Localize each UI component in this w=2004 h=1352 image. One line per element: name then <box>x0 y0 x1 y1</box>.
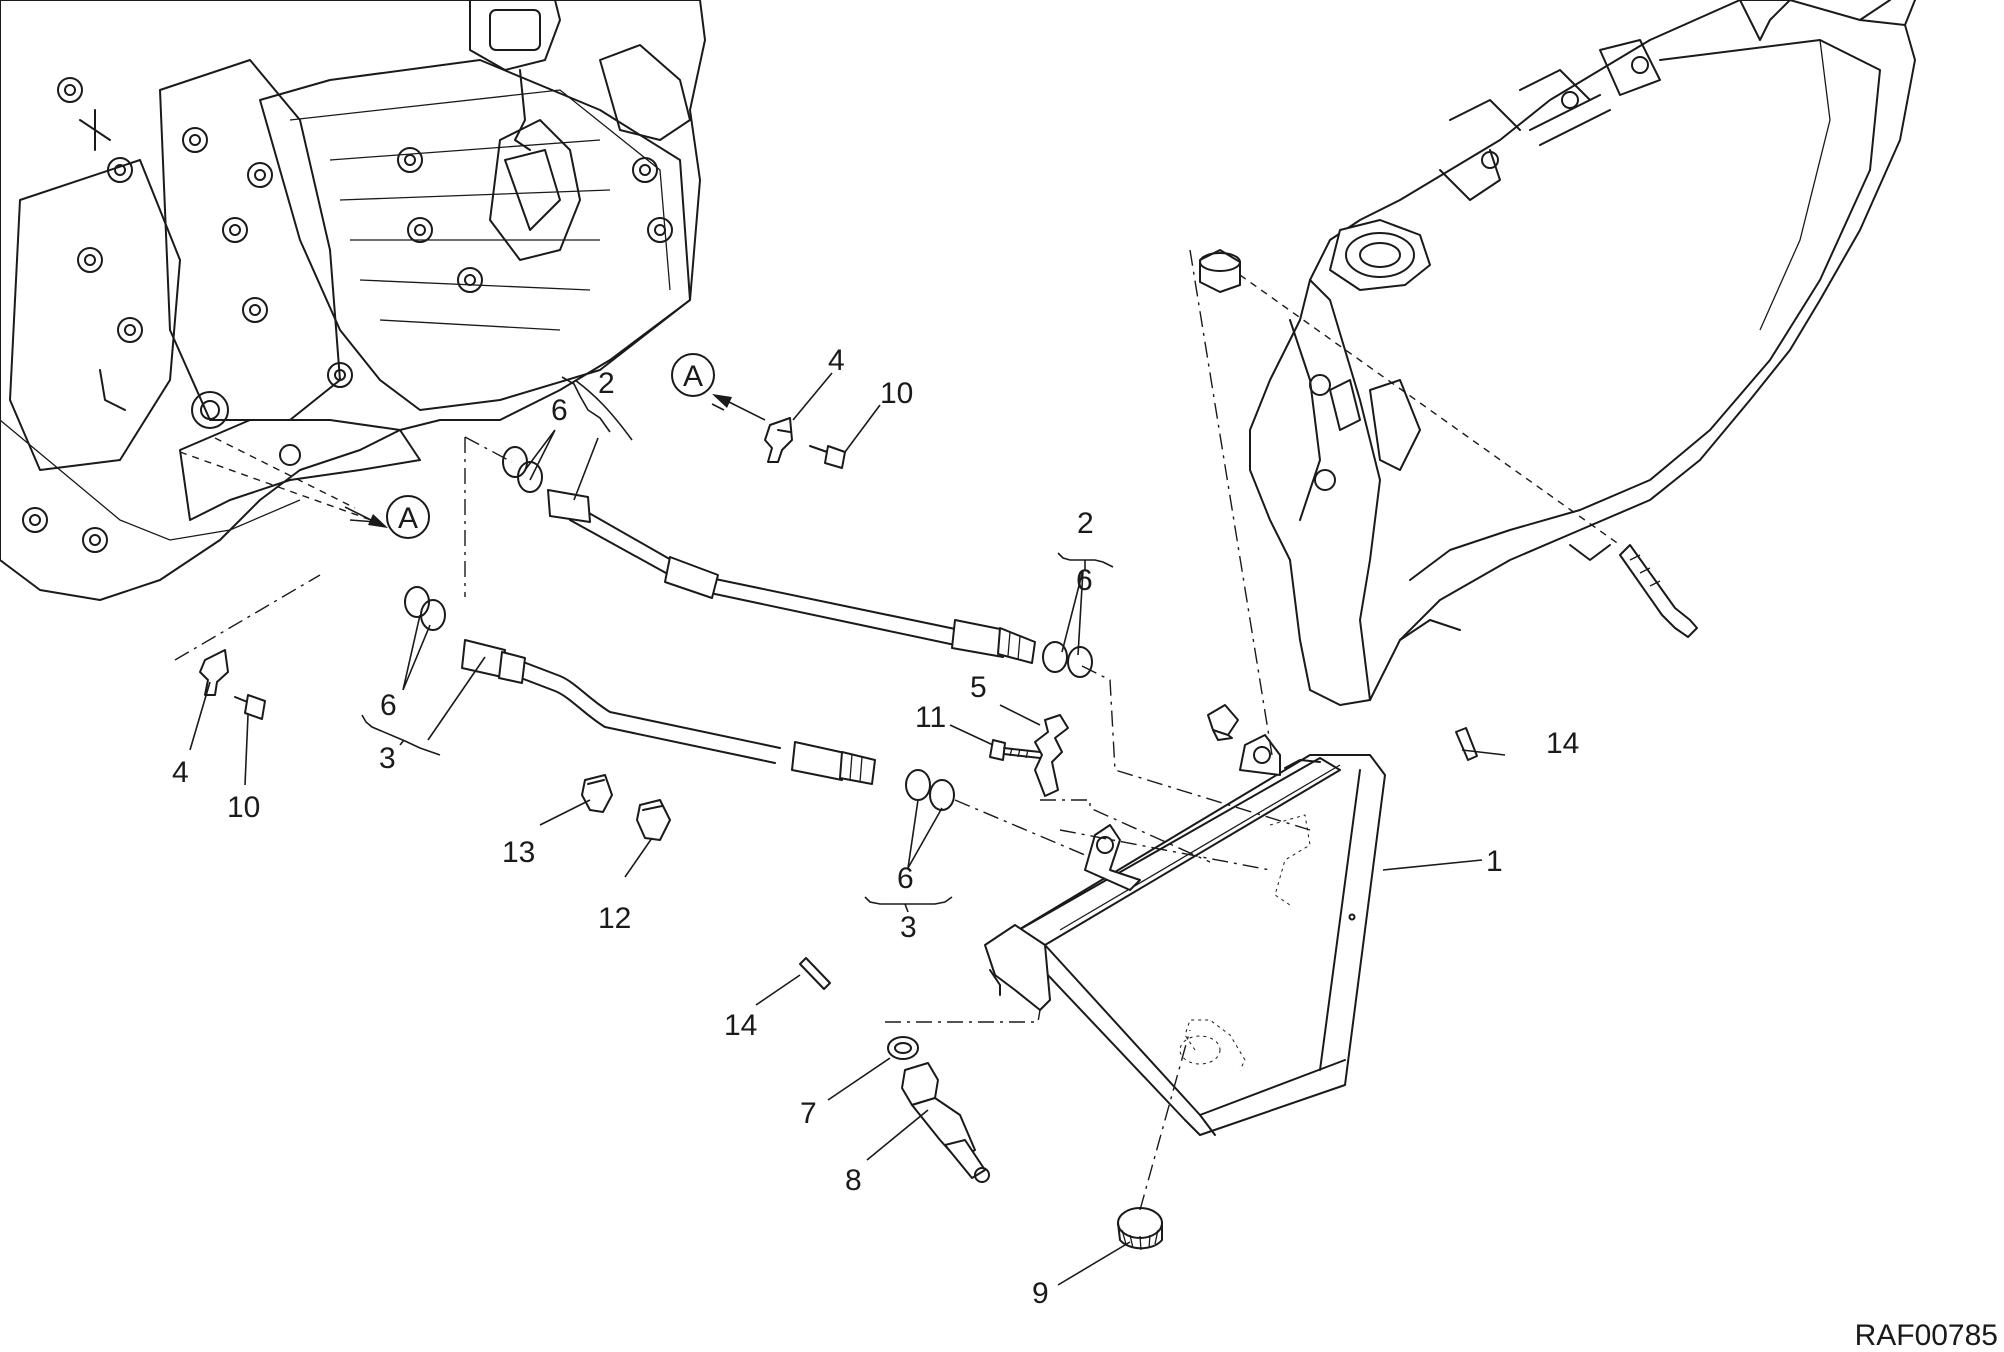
clip-12 <box>636 799 671 841</box>
screw-upper <box>809 445 846 469</box>
callout-10: 10 <box>227 791 260 824</box>
rubber-button <box>1207 704 1239 741</box>
assembly-lines <box>174 249 1621 1211</box>
radiator-bolt <box>1619 544 1698 638</box>
oil-cooler <box>984 734 1386 1136</box>
callout-6: 6 <box>897 862 914 895</box>
callout-2: 2 <box>598 367 615 400</box>
reference-marker-a-lower: A <box>386 495 430 539</box>
retaining-plate-lower <box>199 649 229 696</box>
reference-marker-text: A <box>683 360 703 393</box>
callout-8: 8 <box>845 1164 862 1197</box>
braces <box>361 376 1114 913</box>
callout-13: 13 <box>502 836 535 869</box>
lower-oil-hose <box>461 639 876 785</box>
clip-13 <box>581 774 613 813</box>
reference-marker-text: A <box>398 502 418 535</box>
callout-6: 6 <box>551 394 568 427</box>
retaining-plate-upper <box>764 417 793 463</box>
callout-2: 2 <box>1077 507 1094 540</box>
o-rings <box>404 446 1093 811</box>
clamp-screw <box>989 739 1041 761</box>
callout-3: 3 <box>379 742 396 775</box>
callout-6: 6 <box>380 689 397 722</box>
reference-arrows <box>344 394 766 528</box>
leader-lines <box>189 372 1506 1286</box>
callout-9: 9 <box>1032 1277 1049 1310</box>
callout-3: 3 <box>900 911 917 944</box>
pin-14-upper <box>1455 727 1478 761</box>
callout-1: 1 <box>1486 845 1503 878</box>
callout-12: 12 <box>598 902 631 935</box>
upper-oil-hose <box>547 489 1036 664</box>
pin-14-lower <box>799 957 831 990</box>
temperature-sensor <box>901 1062 990 1183</box>
reference-marker-a-upper: A <box>671 353 715 397</box>
callout-10: 10 <box>880 377 913 410</box>
callout-5: 5 <box>970 671 987 704</box>
radiator <box>1199 0 1916 706</box>
callout-7: 7 <box>800 1097 817 1130</box>
callouts: 1 2 2 3 3 4 4 5 6 6 6 6 7 8 9 10 10 11 1… <box>172 344 1579 1310</box>
callout-14: 14 <box>724 1009 757 1042</box>
engine-block <box>0 0 706 601</box>
callout-14: 14 <box>1546 727 1579 760</box>
screw-lower <box>234 694 266 720</box>
drain-plug <box>1117 1207 1163 1251</box>
drawing-code: RAF00785 <box>1855 1319 1998 1352</box>
sealing-washer <box>887 1036 919 1060</box>
hose-clamp <box>1034 714 1069 797</box>
callout-4: 4 <box>828 344 845 377</box>
callout-4: 4 <box>172 756 189 789</box>
callout-11: 11 <box>915 701 946 734</box>
callout-6: 6 <box>1076 564 1093 597</box>
